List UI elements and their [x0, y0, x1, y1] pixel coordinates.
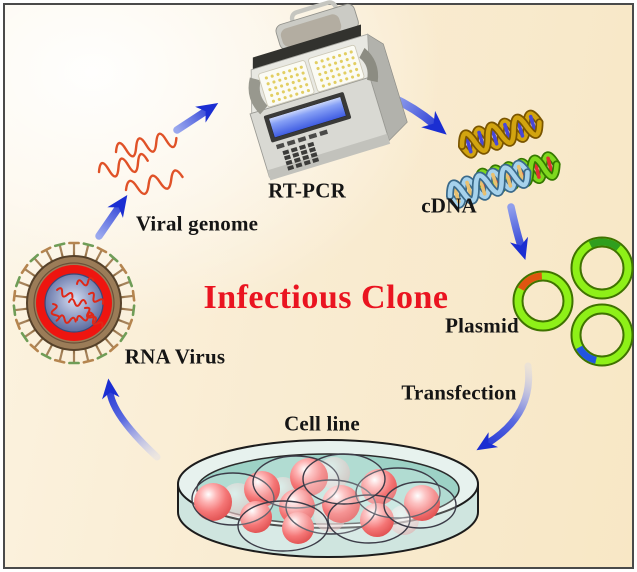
viral-genome-label: Viral genome: [135, 211, 259, 236]
rna-virus-illustration: [12, 241, 136, 365]
thermocycler-display: [268, 96, 347, 138]
arrow-cdna-to-plasmid-icon: [507, 203, 529, 260]
plasmid-rings-illustration: [512, 236, 634, 367]
transfection-label: Transfection: [401, 380, 517, 405]
viral-genome-rna-icon: [97, 132, 184, 196]
rt-pcr-label: RT-PCR: [268, 178, 346, 203]
virus-rna-strands-icon: [50, 276, 105, 328]
arrow-plasmid-to-cellline-icon: [476, 362, 533, 451]
thermocycler-bay: [252, 24, 361, 70]
plasmid-ring-bottom-right: [570, 303, 634, 367]
thermocycler-illustration: [248, 0, 408, 181]
cell-line-label: Cell line: [284, 411, 360, 436]
cultured-cells-icon: [191, 453, 457, 552]
well-plate-dots: [264, 50, 360, 103]
arrow-genome-to-rtpcr-icon: [173, 102, 219, 134]
rna-virus-label: RNA Virus: [124, 344, 226, 369]
petri-dish-illustration: [177, 439, 479, 558]
plasmid-ring-top-right: [570, 236, 634, 300]
arrow-cellline-to-virus-icon: [102, 378, 161, 461]
cdna-label: cDNA: [421, 193, 477, 218]
plasmid-ring-left: [512, 270, 574, 332]
diagram-title: Infectious Clone: [203, 279, 449, 316]
plasmid-label: Plasmid: [445, 313, 519, 338]
arrow-virus-to-genome-icon: [95, 194, 128, 240]
thermocycler-keypad: [275, 129, 328, 171]
cdna-helices-illustration: [446, 109, 561, 209]
